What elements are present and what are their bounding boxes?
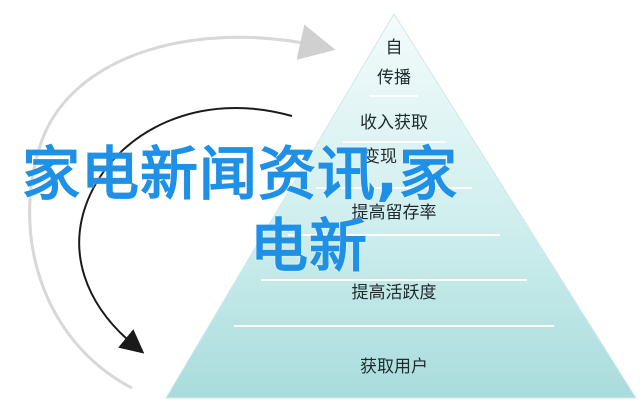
- layer-label-retention: 提高留存率: [352, 203, 437, 223]
- layer-label-revenue: 收入获取: [360, 113, 428, 133]
- layer-label-monetize: 变现: [363, 147, 397, 167]
- inner-cycle-arrow: [78, 107, 293, 354]
- layer-label-spread: 传播: [377, 68, 411, 88]
- layer-separators: [234, 95, 554, 327]
- layer-label-top: 自: [386, 38, 403, 58]
- layer-label-acquire: 获取用户: [360, 357, 428, 377]
- outer-cycle-arrow: [28, 24, 336, 390]
- pyramid-shape: [165, 13, 637, 399]
- layer-label-activity: 提高活跃度: [352, 283, 437, 303]
